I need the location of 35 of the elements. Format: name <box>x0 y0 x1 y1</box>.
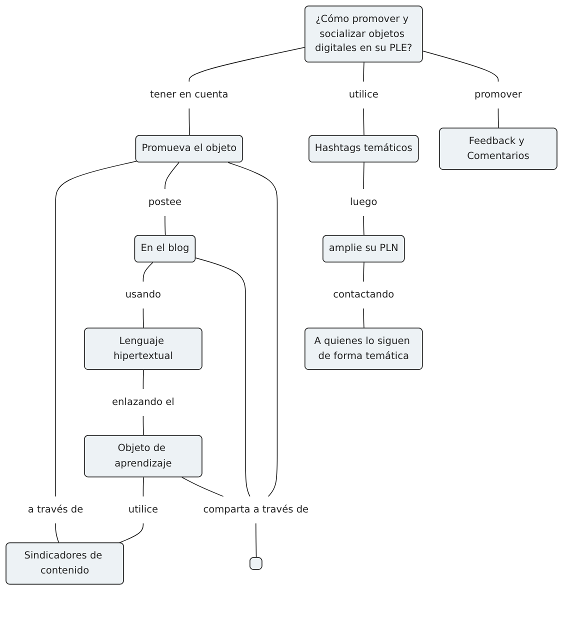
connector <box>142 262 154 282</box>
connector <box>188 108 190 136</box>
connector <box>188 46 306 82</box>
node-text: comparta a través de <box>203 504 309 516</box>
node-text: a través de <box>28 504 84 516</box>
node-text: luego <box>350 196 378 208</box>
node-text: promover <box>474 89 522 101</box>
connector <box>498 108 499 129</box>
connector <box>363 262 364 282</box>
connector <box>55 522 60 544</box>
connector <box>55 160 138 497</box>
connector <box>118 522 144 544</box>
connector <box>164 215 166 236</box>
node-text: tener en cuenta <box>150 89 228 101</box>
connector <box>422 50 499 82</box>
connector <box>142 308 144 329</box>
connector <box>181 476 224 497</box>
connector <box>228 162 278 497</box>
node-text: postee <box>148 196 182 208</box>
connector <box>363 215 364 236</box>
connector <box>363 108 364 136</box>
connector <box>142 415 144 436</box>
connector <box>363 162 364 190</box>
node-text: usando <box>125 289 162 301</box>
connector <box>363 62 364 82</box>
connector <box>363 308 364 329</box>
connector <box>195 258 250 497</box>
node-text: contactando <box>333 289 394 301</box>
node-text: utilice <box>128 504 158 516</box>
node-text: utilice <box>348 89 378 101</box>
connector <box>256 522 257 558</box>
connector <box>142 370 144 390</box>
connector <box>142 476 144 497</box>
node-text: enlazando el <box>112 396 174 408</box>
connector <box>164 162 180 190</box>
